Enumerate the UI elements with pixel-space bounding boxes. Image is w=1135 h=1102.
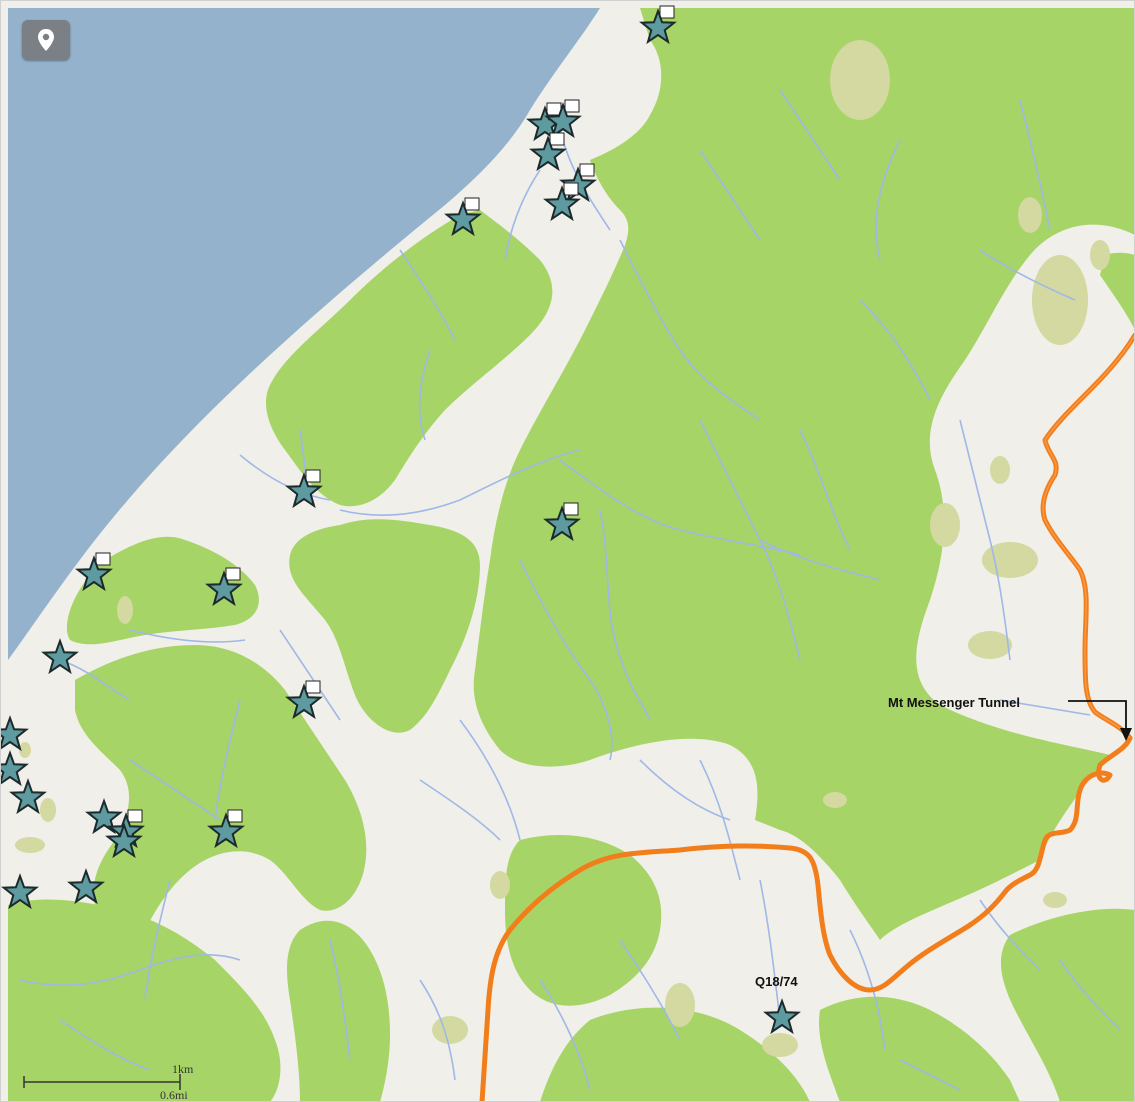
marker-label-box [546,102,562,116]
site-marker[interactable] [0,715,29,752]
site-marker[interactable] [544,99,582,139]
tunnel-annotation: Mt Messenger Tunnel [888,695,1132,741]
forest-areas [8,8,1135,1102]
star-icon [105,822,143,859]
site-marker[interactable] [543,502,581,542]
site-marker[interactable] [9,778,47,815]
site-marker[interactable] [105,822,143,859]
star-icon [0,750,29,787]
marker-label-box [659,5,675,19]
star-icon [544,102,582,139]
star-icon [1,873,39,910]
marker-label-box [227,809,243,823]
star-icon [41,638,79,675]
star-icon [763,998,801,1035]
marker-label-box [464,197,480,211]
star-icon [75,555,113,592]
site-marker[interactable] [285,680,323,720]
site-marker[interactable] [67,868,105,905]
streams [19,89,1121,1091]
site-marker[interactable] [0,750,29,787]
scale-mi-label: 0.6mi [160,1088,188,1102]
site-marker[interactable] [543,182,581,222]
star-icon [444,200,482,237]
site-marker[interactable] [285,469,323,509]
sea-area [8,8,600,660]
site-marker[interactable] [444,197,482,237]
site-marker[interactable] [41,638,79,675]
site-label-q18-74: Q18/74 [755,974,798,989]
site-marker[interactable] [529,132,567,172]
site-marker[interactable] [1,873,39,910]
marker-label-box [127,809,143,823]
star-icon [205,570,243,607]
star-icon [67,868,105,905]
marker-label-box [95,552,111,566]
state-highway-3-centerline [1042,334,1135,739]
star-icon [9,778,47,815]
star-icon [543,185,581,222]
star-icon [207,812,245,849]
marker-label-box [305,680,321,694]
site-marker[interactable] [207,809,245,849]
star-icon [285,683,323,720]
marker-label-box [563,182,579,196]
star-icon [0,715,29,752]
star-icon [639,8,677,45]
marker-label-box [549,132,565,146]
scale-bar: 1km 0.6mi [23,1062,194,1102]
star-icon [285,472,323,509]
tunnel-arrow-head [1120,728,1132,741]
site-markers[interactable] [0,5,801,1035]
marker-label-box [225,567,241,581]
marker-label-box [579,163,595,177]
site-marker[interactable] [763,998,801,1035]
site-marker[interactable] [85,798,123,835]
marker-label-box [564,99,580,113]
site-marker[interactable] [205,567,243,607]
star-icon [85,798,123,835]
star-icon [543,505,581,542]
marker-label-box [305,469,321,483]
tunnel-arrow-line [1068,700,1127,731]
map-pin-icon [38,29,54,51]
star-icon [529,135,567,172]
tunnel-label: Mt Messenger Tunnel [888,695,1020,710]
locate-button[interactable] [22,20,70,60]
scale-km-label: 1km [172,1062,194,1076]
site-marker[interactable] [639,5,677,45]
marker-label-box [563,502,579,516]
site-marker[interactable] [75,552,113,592]
